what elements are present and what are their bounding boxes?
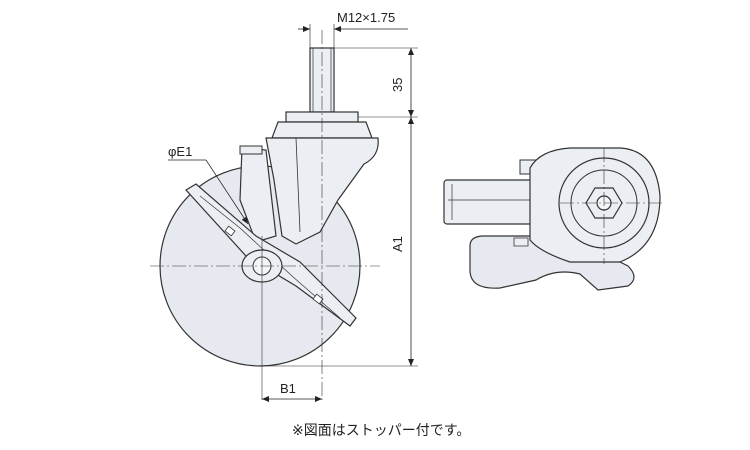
side-view [150, 30, 380, 400]
wheel-diameter-label: φE1 [168, 144, 192, 159]
dimensions: M12×1.75 35 A1 φE1 B1 [168, 10, 418, 402]
total-height-label: A1 [390, 236, 405, 252]
thread-spec-label: M12×1.75 [337, 10, 395, 25]
lever-arm [443, 179, 541, 225]
drawing-note: ※図面はストッパー付です。 [292, 423, 471, 439]
top-view [443, 147, 664, 291]
stem-length-label: 35 [390, 78, 405, 92]
offset-label: B1 [280, 381, 296, 396]
